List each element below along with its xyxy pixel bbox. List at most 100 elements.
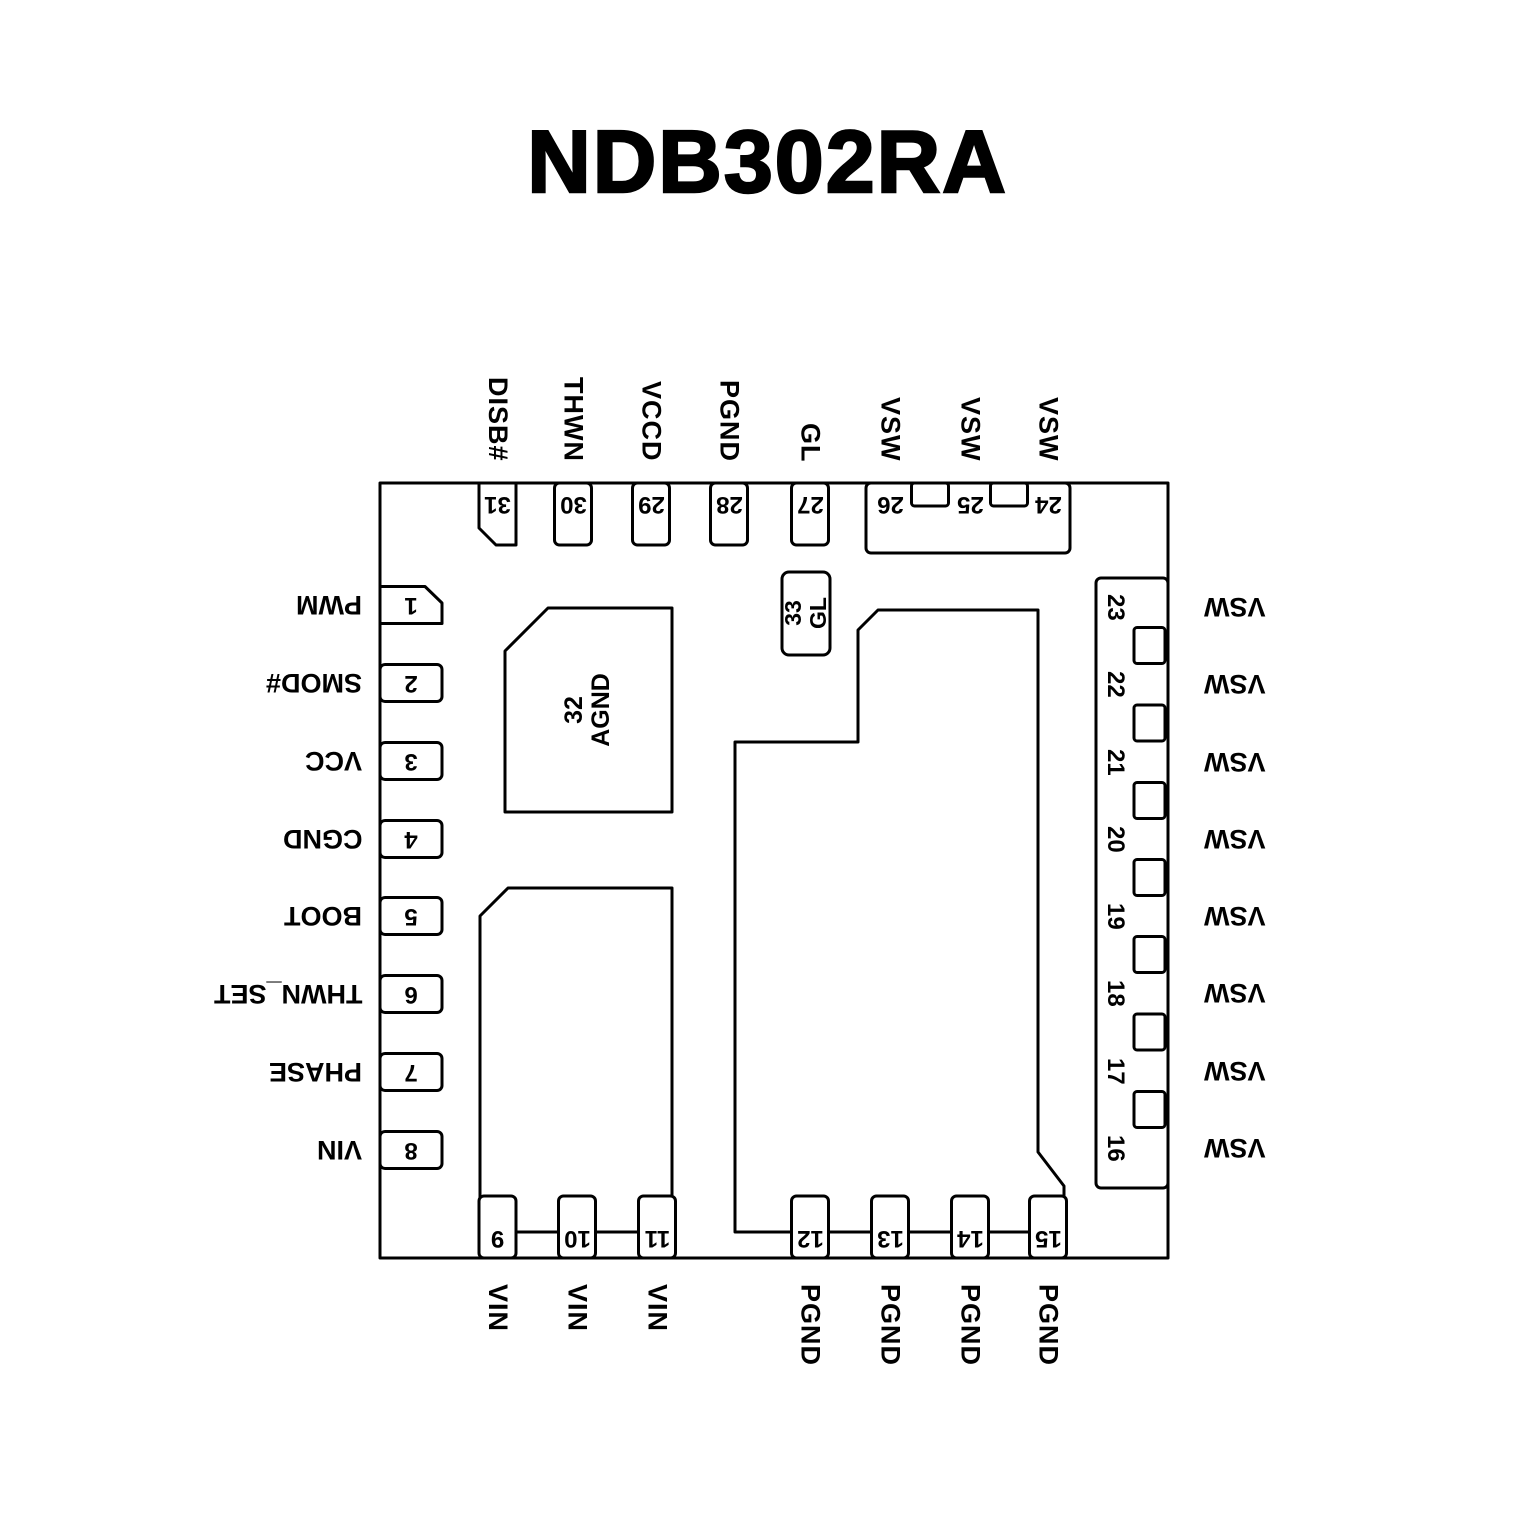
pin-31-number: 31 <box>484 491 511 518</box>
pin-3-label: VCC <box>304 746 362 776</box>
pin-16-number-text: 16 <box>1102 1134 1129 1162</box>
pin-30-pad <box>553 481 593 547</box>
pin-11-label: VIN <box>639 1284 675 1414</box>
pin-9-number: 9 <box>490 1225 505 1252</box>
pin-2-number: 2 <box>404 670 418 697</box>
pad-33-label: GL <box>805 597 831 629</box>
pin-7-label: PHASE <box>268 1057 362 1087</box>
pin-9-label-text: VIN <box>483 1284 513 1333</box>
pin-5-pad <box>378 896 444 936</box>
pin-31-label-text: DISB# <box>483 377 513 462</box>
pin-25-number: 25 <box>956 491 984 518</box>
pin-14-number: 14 <box>956 1225 984 1252</box>
pin-21-number: 21 <box>1100 740 1130 784</box>
pin-28-label: PGND <box>711 346 747 462</box>
pin-10-pad <box>557 1194 597 1260</box>
pin-20-label: VSW <box>1204 824 1266 854</box>
pin-27-label: GL <box>792 346 828 463</box>
pin-18-number-text: 18 <box>1102 979 1129 1007</box>
pin-20-number: 20 <box>1100 817 1130 861</box>
pin-7-number: 7 <box>404 1059 418 1086</box>
thermal-pad-left-outline <box>478 886 674 1234</box>
pin-10-label-text: VIN <box>562 1284 593 1333</box>
pin-4-number: 4 <box>404 826 418 853</box>
pin-29-pad <box>631 481 671 547</box>
pin-23-label: VSW <box>1204 592 1266 622</box>
pin-15-label-text: PGND <box>1033 1284 1064 1367</box>
pin-13-number: 13 <box>876 1225 904 1252</box>
pin-notch-17-16 <box>1132 1090 1167 1129</box>
pin-22-label: VSW <box>1204 669 1266 699</box>
pin-16-number: 16 <box>1100 1126 1130 1170</box>
pad-33-number: 33 <box>780 600 806 626</box>
pin-25-label-text: VSW <box>955 397 986 462</box>
pin-notch-19-18 <box>1132 935 1167 974</box>
pin-24-label-text: VSW <box>1033 397 1064 462</box>
pin-6-number: 6 <box>404 981 418 1008</box>
pin-26-number: 26 <box>876 491 904 518</box>
pin-13-label-text: PGND <box>875 1284 906 1367</box>
pin-20-number-text: 20 <box>1102 825 1129 853</box>
pin-19-label: VSW <box>1204 901 1266 931</box>
pin-6-label: THWN_SET <box>213 979 363 1009</box>
pin-12-label-text: PGND <box>795 1284 826 1367</box>
pin-31-label: DISB# <box>480 346 516 462</box>
pin-27-pad <box>790 481 830 547</box>
pin-16-label: VSW <box>1204 1133 1266 1163</box>
pin-30-number: 30 <box>559 491 587 518</box>
pin-30-label-text: THWN <box>558 377 589 462</box>
pin-6-pad <box>378 974 444 1014</box>
pin-12-pad <box>790 1194 830 1260</box>
pin-3-number: 3 <box>404 748 418 775</box>
pin-2-pad <box>378 663 444 703</box>
pin-17-label: VSW <box>1204 1056 1266 1086</box>
pin-11-number: 11 <box>644 1225 670 1252</box>
pad-32-number: 32 <box>560 696 588 724</box>
pin-notch-21-20 <box>1132 781 1167 820</box>
pin-notch-20-19 <box>1132 858 1167 897</box>
pin-3-pad <box>378 741 444 781</box>
pin-26-label-text: VSW <box>875 397 906 462</box>
pin-12-label: PGND <box>792 1284 828 1414</box>
pin-29-label-text: VCCD <box>636 381 667 462</box>
pin-17-number: 17 <box>1100 1049 1130 1093</box>
pin-24-number: 24 <box>1034 491 1062 518</box>
pin-5-number: 5 <box>404 903 418 930</box>
pin-1-pad <box>378 585 444 625</box>
pin-notch-22-21 <box>1132 703 1167 743</box>
pad-33-gl <box>780 570 832 657</box>
pad-32-text: 32 AGND <box>560 673 615 747</box>
pin-4-pad <box>378 819 444 859</box>
pin-25-label: VSW <box>952 346 988 462</box>
pin-notch-23-22 <box>1132 626 1167 665</box>
pin-29-number: 29 <box>637 491 665 518</box>
pin-18-label: VSW <box>1204 978 1266 1008</box>
pin-10-number: 10 <box>563 1225 591 1252</box>
pin-8-pad <box>378 1130 444 1170</box>
pin-22-number: 22 <box>1100 662 1130 706</box>
pin-14-label: PGND <box>952 1284 988 1414</box>
pin-26-label: VSW <box>872 346 908 462</box>
pin-4-label: CGND <box>282 824 363 854</box>
pin-8-number: 8 <box>404 1137 418 1164</box>
pin-31-pad <box>477 481 518 547</box>
pin-14-pad <box>950 1194 990 1260</box>
pin-15-number: 15 <box>1034 1225 1062 1252</box>
pin-15-label: PGND <box>1030 1284 1066 1414</box>
pin-23-number: 23 <box>1100 585 1130 629</box>
pin-5-label: BOOT <box>284 901 362 931</box>
pad-32-label: AGND <box>587 673 615 747</box>
pin-9-label: VIN <box>480 1284 516 1414</box>
pin-11-label-text: VIN <box>642 1284 673 1333</box>
pin-29-label: VCCD <box>633 346 669 462</box>
pin-18-number: 18 <box>1100 971 1130 1015</box>
pin-2-label: SMOD# <box>265 668 362 698</box>
pin-notch-18-17 <box>1132 1012 1167 1052</box>
pin-15-pad <box>1028 1194 1068 1260</box>
pad-33-text: 33 GL <box>780 597 831 629</box>
pin-19-number: 19 <box>1100 894 1130 938</box>
pin-8-label: VIN <box>316 1135 362 1165</box>
pin-11-pad <box>637 1194 677 1260</box>
